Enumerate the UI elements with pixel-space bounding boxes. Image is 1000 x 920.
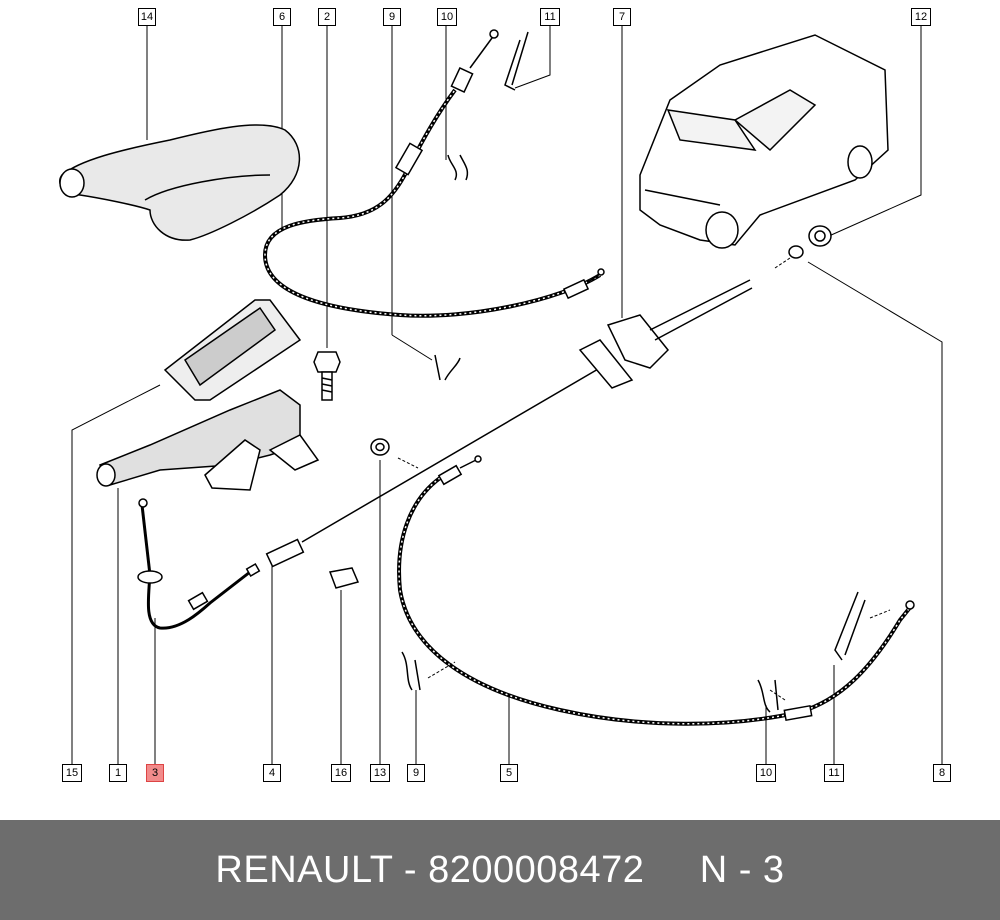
callout-11-bottom: 11 [824, 764, 844, 782]
nut-13 [370, 438, 390, 456]
callout-15: 15 [62, 764, 82, 782]
part-number: 8200008472 [428, 848, 645, 891]
callout-8: 8 [933, 764, 951, 782]
callout-12: 12 [911, 8, 931, 26]
parts-diagram [59, 25, 943, 765]
callout-13: 13 [370, 764, 390, 782]
callout-10-bottom: 10 [756, 764, 776, 782]
callout-9-top: 9 [383, 8, 401, 26]
leader-9-top-b [391, 334, 433, 361]
callout-9-bottom: 9 [407, 764, 425, 782]
leader-11-top [514, 25, 551, 89]
clip-16 [328, 567, 360, 589]
spacer [644, 849, 699, 891]
callout-1: 1 [109, 764, 127, 782]
handbrake-lever [96, 389, 320, 491]
callout-5: 5 [500, 764, 518, 782]
callout-6: 6 [273, 8, 291, 26]
grommets [788, 225, 832, 259]
callout-14: 14 [138, 8, 156, 26]
callout-7: 7 [613, 8, 631, 26]
callout-16: 16 [331, 764, 351, 782]
van-illustration [639, 34, 889, 249]
gaiter-boot [59, 124, 301, 241]
callout-2: 2 [318, 8, 336, 26]
brand-name: RENAULT [215, 848, 393, 891]
equalizer [578, 279, 753, 389]
clip-lower [401, 591, 866, 713]
diagram-position: N - 3 [699, 848, 785, 891]
callout-10-top: 10 [437, 8, 457, 26]
part-info-banner: RENAULT - 8200008472 N - 3 [0, 820, 1000, 920]
arrows [397, 257, 891, 701]
leader-8 [807, 261, 943, 765]
front-cable-upper [262, 88, 602, 318]
cable-with-grommet [140, 504, 251, 630]
bolt [313, 351, 341, 401]
clip-upper [434, 31, 529, 381]
callout-3: 3 [146, 764, 164, 782]
mount-bracket [163, 299, 302, 401]
rear-cable-lower [397, 476, 914, 726]
leader-12 [819, 25, 922, 241]
callout-11-top: 11 [540, 8, 560, 26]
connector-rod [265, 364, 606, 568]
part-info-text: RENAULT - 8200008472 N - 3 [215, 849, 784, 892]
separator: - [392, 848, 429, 891]
leader-15 [71, 384, 161, 765]
callout-4: 4 [263, 764, 281, 782]
